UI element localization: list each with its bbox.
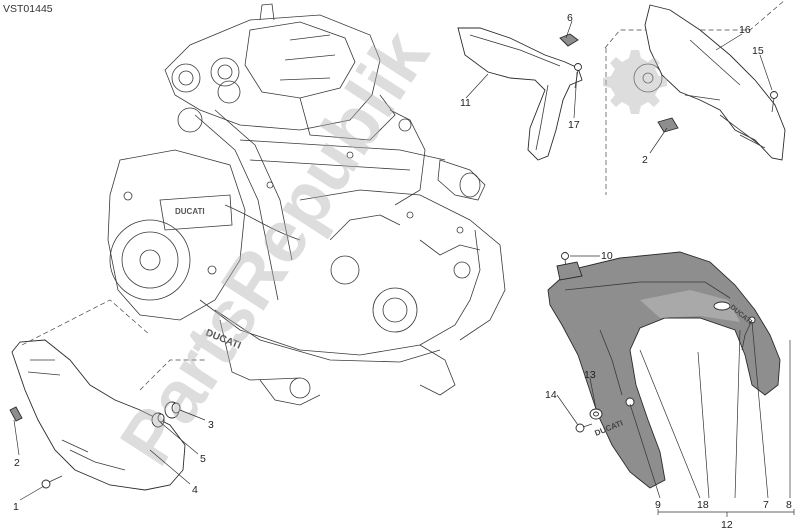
callout-label: 4: [192, 484, 198, 496]
callout-label: 1: [13, 501, 19, 513]
callout-label: 7: [763, 499, 769, 511]
screw-part-15: [770, 91, 778, 113]
callout-label: 12: [721, 519, 733, 531]
screw-part-10: [556, 252, 583, 281]
engine-assembly: DUCATI DUCATI: [107, 3, 506, 406]
callout-label: 18: [697, 499, 709, 511]
side-panel-part-11: [457, 27, 583, 161]
callout-label: 11: [460, 97, 471, 109]
callout-label: 17: [568, 119, 580, 131]
callout-label: 9: [655, 499, 661, 511]
callout-label: 2: [642, 154, 648, 166]
svg-text:DUCATI: DUCATI: [175, 207, 205, 216]
callout-label: 5: [200, 453, 206, 465]
side-panel-part-16: [633, 4, 786, 161]
callout-label: 3: [208, 419, 214, 431]
screw-part-1: [41, 475, 63, 489]
leader-lines: [13, 20, 795, 517]
callout-labels: 1 2 3 4 5 6 11 17 16 15 2 10 13 14 9 18 …: [13, 12, 792, 531]
callout-label: 16: [739, 24, 751, 36]
svg-text:PartsRepublik: PartsRepublik: [104, 15, 445, 478]
belly-pan-cover: DUCATI: [547, 251, 781, 489]
washer-part-13: [589, 408, 603, 420]
callout-label: 13: [584, 369, 596, 381]
callout-label: 14: [545, 389, 557, 401]
diagram-code: VST01445: [3, 3, 53, 15]
callout-label: 2: [14, 457, 20, 469]
clip-part-6: [559, 33, 579, 47]
callout-label: 8: [786, 499, 792, 511]
callout-label: 10: [601, 250, 613, 262]
engine-side-cover: [9, 339, 186, 491]
callout-label: 6: [567, 12, 573, 24]
clip-part-2-upper: [657, 117, 679, 133]
callout-label: 15: [752, 45, 764, 57]
spacer-part-3: [164, 401, 181, 419]
spacer-part-5: [151, 412, 165, 428]
grommet: [625, 397, 635, 407]
screw-part-14: [575, 423, 593, 433]
